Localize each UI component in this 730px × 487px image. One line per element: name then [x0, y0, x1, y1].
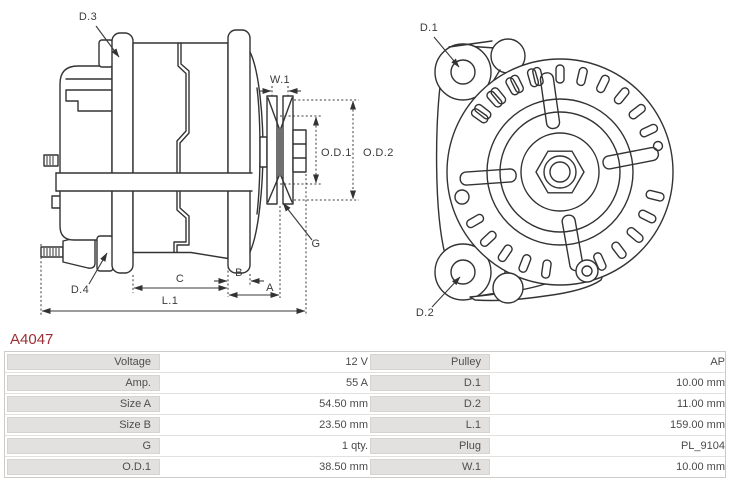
dim-label-od1: O.D.1 [321, 147, 352, 159]
spec-value: 38.50 mm [162, 457, 368, 477]
dim-label-c: C [176, 273, 184, 285]
spec-label: Voltage [5, 352, 162, 373]
pulley-side [266, 95, 307, 205]
dim-label-d2: D.2 [416, 307, 434, 319]
fan-spokes [459, 72, 660, 272]
side-view-dimensions: D.3 D.4 W.1 O.D.1 O.D.2 [40, 11, 394, 316]
spec-row: Voltage 12 V Pulley AP [5, 352, 725, 373]
pulley-front [486, 98, 634, 246]
spec-row: Size B 23.50 mm L.1 159.00 mm [5, 415, 725, 436]
spec-label: Size B [5, 415, 162, 436]
dim-label-d4: D.4 [71, 284, 89, 296]
spec-value: 12 V [162, 352, 368, 373]
spec-label: G [5, 436, 162, 457]
spec-label: Amp. [5, 373, 162, 394]
part-number: A4047 [10, 331, 54, 348]
spec-label: D.1 [368, 373, 492, 394]
dim-label-g: G [312, 238, 321, 250]
spec-label: L.1 [368, 415, 492, 436]
dim-label-w1: W.1 [270, 74, 290, 86]
dim-label-d3: D.3 [79, 11, 97, 23]
spec-value: 10.00 mm [492, 457, 725, 477]
spec-table: Voltage 12 V Pulley AP Amp. 55 A D.1 10.… [4, 351, 726, 478]
spec-value: 10.00 mm [492, 373, 725, 394]
spec-label: O.D.1 [5, 457, 162, 477]
dim-label-d1: D.1 [420, 22, 438, 34]
technical-drawing: D.3 D.4 W.1 O.D.1 O.D.2 [40, 11, 674, 319]
spec-value: 11.00 mm [492, 394, 725, 415]
spec-value: 159.00 mm [492, 415, 725, 436]
spec-label: Size A [5, 394, 162, 415]
spec-label: Pulley [368, 352, 492, 373]
spec-row: Size A 54.50 mm D.2 11.00 mm [5, 394, 725, 415]
front-view-dimensions: D.1 D.2 [416, 22, 461, 319]
spec-value: 1 qty. [162, 436, 368, 457]
cooling-vents [466, 64, 665, 279]
alternator-side-view: D.3 D.4 W.1 O.D.1 O.D.2 [40, 11, 394, 316]
spec-value: PL_9104 [492, 436, 725, 457]
spec-label: D.2 [368, 394, 492, 415]
spec-row: G 1 qty. Plug PL_9104 [5, 436, 725, 457]
spec-row: Amp. 55 A D.1 10.00 mm [5, 373, 725, 394]
spec-value: 23.50 mm [162, 415, 368, 436]
dim-label-l1: L.1 [162, 295, 179, 307]
dim-label-b: B [235, 267, 243, 279]
dim-label-a: A [266, 282, 274, 294]
spec-value: 55 A [162, 373, 368, 394]
spec-value: AP [492, 352, 725, 373]
spec-label: W.1 [368, 457, 492, 477]
alternator-front-view: D.1 D.2 [416, 22, 674, 319]
spec-row: O.D.1 38.50 mm W.1 10.00 mm [5, 457, 725, 477]
spec-value: 54.50 mm [162, 394, 368, 415]
dim-label-od2: O.D.2 [363, 147, 394, 159]
spec-label: Plug [368, 436, 492, 457]
